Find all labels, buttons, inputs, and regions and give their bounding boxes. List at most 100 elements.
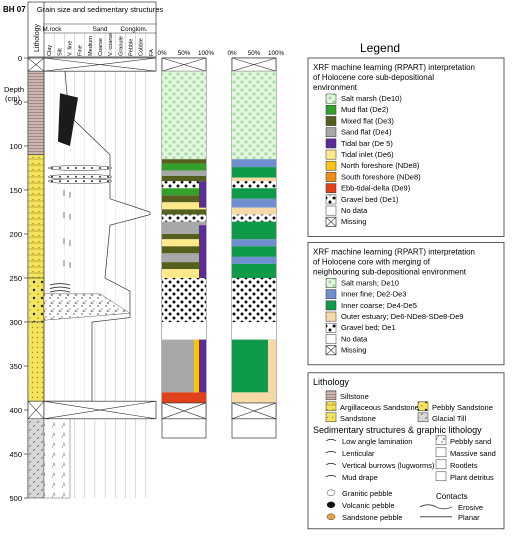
pebble-layer — [47, 165, 113, 171]
grain-class-label: Fine — [78, 45, 84, 56]
legend-box-sub-environment-swatch — [325, 183, 337, 194]
vertical-burrows — [63, 238, 71, 247]
legend-box-sub-environment-title: environment — [313, 83, 358, 92]
pebble-dot — [59, 180, 61, 183]
grain-size-profile — [43, 70, 151, 402]
strip2-environment-band — [232, 188, 276, 199]
legend-box-sub-environment-title: of Holocene core sub-depositional — [313, 73, 434, 82]
grain-class-label: FA — [149, 49, 155, 56]
pebble-dot — [91, 180, 93, 183]
grain-class-label: V. fine — [67, 41, 73, 56]
depth-tick-label: 0 — [18, 54, 22, 63]
till-interval — [43, 418, 71, 499]
structure-legend-label: Low angle lamination — [342, 437, 412, 446]
strip2-environment-band — [232, 214, 276, 222]
grain-class-label: Silt — [57, 48, 63, 56]
lithology-missing-diag-b — [27, 57, 45, 72]
structure-symbol — [325, 450, 337, 454]
legend-box-merged-environment-label: Outer estuary; De6-NDe8-SDe8-De9 — [341, 312, 464, 321]
lithology-swatch — [417, 401, 429, 412]
legend-box-sub-environment-label: North foreshore (NDe8) — [341, 161, 420, 170]
depth-tick-label: 50 — [14, 98, 22, 107]
percent-tick-label: 100% — [198, 50, 215, 57]
legend-box-sub-environment-swatch — [325, 116, 337, 126]
legend-box-merged-environment-swatch — [325, 278, 337, 288]
percent-tick-label: 50% — [248, 50, 261, 57]
lithology-swatch — [325, 412, 337, 423]
legend-box-merged-environment-swatch — [325, 334, 337, 344]
legend-box-merged-environment-label: Inner coarse; De4-De5 — [341, 301, 417, 310]
strip1-environment-band — [162, 159, 206, 164]
vertical-burrows — [63, 260, 71, 269]
strip2-environment-band — [232, 177, 276, 182]
legend-box-merged-environment-swatch — [325, 311, 337, 322]
strip2-environment-band — [232, 256, 276, 264]
structure-symbol — [325, 462, 337, 466]
strip1-environment-band — [162, 214, 206, 222]
strip1-environment-band — [162, 188, 206, 196]
depth-tick-label: 150 — [9, 186, 22, 195]
strip1-environment-band — [162, 262, 206, 270]
legend-box-sub-environment-swatch — [325, 205, 337, 216]
grain-class-label: Granule — [118, 36, 124, 56]
log-header-frame — [27, 1, 157, 58]
lithology-interval — [27, 418, 45, 499]
structures-legend-title: Sedimentary structures & graphic litholo… — [313, 425, 482, 435]
lithology-legend-label: Pebbly Sandstone — [432, 403, 493, 412]
pebble-dot — [107, 167, 109, 169]
pebble-dot — [107, 175, 109, 178]
legend-box-merged-environment-title: of Holocene core with merging of — [313, 257, 431, 266]
strip1-environment-band — [162, 278, 206, 322]
legend-box-merged-environment-label: No data — [341, 334, 368, 343]
strip2-environment-band — [232, 322, 276, 340]
strip2-environment-band — [232, 207, 276, 215]
strip2-environment-band — [232, 263, 276, 278]
legend-box-merged-environment-swatch — [325, 322, 337, 333]
erosive-contact-symbol — [419, 504, 453, 510]
lithology-swatch — [417, 412, 429, 423]
strip1-foreshore — [194, 339, 199, 393]
strip2-salt-marsh — [232, 71, 276, 151]
pebble-symbol — [326, 501, 336, 509]
mud-drape — [49, 283, 71, 286]
grain-class-label: Coarse — [98, 38, 104, 56]
legend-box-sub-environment-label: No data — [341, 206, 368, 215]
strip2-environment-band — [232, 181, 276, 189]
legend-box-sub-environment-swatch — [325, 172, 337, 182]
depth-axis-unit: (cm) — [5, 94, 20, 103]
grain-class-label: Medium — [88, 36, 94, 56]
strip1-environment-band — [162, 322, 206, 340]
pebble-legend-label: Sandstone pebble — [342, 513, 402, 522]
pebble-layer — [47, 178, 113, 184]
legend-box-sub-environment-label: Mixed flat (De3) — [341, 116, 394, 125]
percent-tick-label: 100% — [268, 50, 285, 57]
legend-box-sub-environment-label: Tidal inlet (De6) — [341, 150, 394, 159]
strip2-environment-band — [232, 278, 276, 322]
legend-box-sub-environment-swatch-diag-b — [325, 216, 337, 227]
strip1-environment-band — [162, 234, 206, 240]
contact-legend-label: Planar — [458, 513, 480, 522]
grain-top-missing-diag-b — [43, 57, 157, 72]
structure-legend-label-right: Pebbly sand — [450, 437, 491, 446]
strip1-environment-band — [162, 150, 206, 160]
pebble-dot — [59, 167, 61, 169]
strip1-environment-band — [162, 392, 206, 403]
legend-box-merged-environment-title: neighbouring sub-depositional environmen… — [313, 267, 467, 276]
vertical-burrows — [63, 212, 71, 220]
legend-title: Legend — [360, 41, 400, 55]
strip2-missing-bottom-diag-b — [231, 402, 277, 420]
pebble-dot — [83, 180, 85, 183]
strip2-environment-band — [232, 392, 276, 403]
strip1-environment-band — [162, 175, 206, 182]
pebble-dot — [75, 180, 77, 183]
pebble-dot — [67, 175, 69, 178]
legend-box-sub-environment-label: Missing — [341, 217, 366, 226]
legend-box-sub-environment-title: XRF machine learning (RPART) interpretat… — [313, 63, 475, 72]
strip1-environment-band — [162, 170, 206, 176]
grain-class-label: V. coarse — [108, 33, 114, 56]
pebble-dot — [107, 180, 109, 183]
lithology-legend-title: Lithology — [313, 377, 350, 387]
structure-legend-label: Lenticular — [342, 449, 375, 458]
legend-box-sub-environment: XRF machine learning (RPART) interpretat… — [307, 57, 505, 237]
legend-box-sub-environment-swatch — [325, 104, 337, 115]
